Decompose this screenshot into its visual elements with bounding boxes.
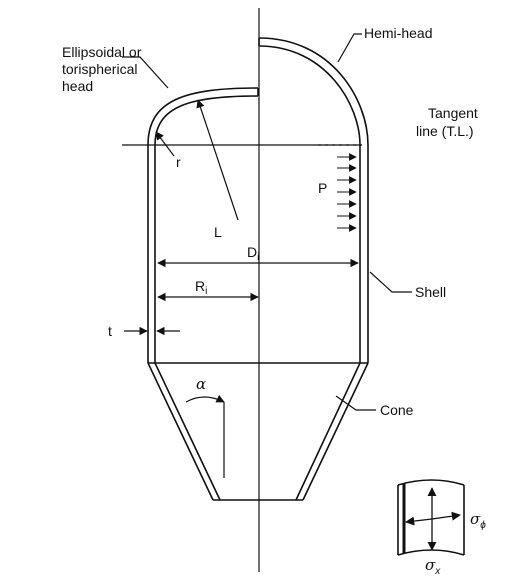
thickness-label: t [108,323,112,339]
ellipsoidal-head-inner [154,95,259,146]
crown-radius-arrow [196,99,239,221]
hemi-head-outer [258,37,369,146]
shell-label: Shell [415,284,446,300]
hemi-head-label: Hemi-head [364,25,432,41]
knuckle-radius-label: r [176,154,181,170]
pressure-arrows [337,153,357,232]
ellipsoidal-head-label-line2: torispherical [62,61,137,77]
ellipsoidal-head-outer [147,87,259,146]
hemi-head-inner [258,45,361,146]
sigma-phi-arrow [405,516,433,526]
cone-right-inner [295,362,361,501]
sigma-phi-label: σϕ [470,510,486,531]
cone-left-outer [147,362,214,501]
tangent-line-label-line1: Tangent [428,105,478,121]
stress-element [397,479,465,556]
cone-angle-label: α [196,375,206,393]
sigma-x-label: σx [425,556,441,577]
inner-radius-label: Ri [195,278,207,297]
knuckle-radius-arrow [155,131,175,157]
cone-left-inner [154,362,221,501]
ellipsoidal-head-label-line3: head [62,78,93,94]
ellipsoidal-head-leader [122,56,169,89]
inner-diameter-label: Di [247,244,259,263]
ellipsoidal-head-label-line1: Ellipsoidal or [62,44,142,60]
shell-leader [369,271,412,293]
cone-right-outer [302,362,369,501]
hemi-head-leader [337,33,362,63]
pressure-label: P [318,180,327,196]
crown-radius-label: L [214,224,222,240]
tangent-line-label-line2: line (T.L.) [416,123,474,139]
cone-leader [335,395,376,411]
cone-label: Cone [380,402,414,418]
cone-angle-arc [185,394,225,403]
